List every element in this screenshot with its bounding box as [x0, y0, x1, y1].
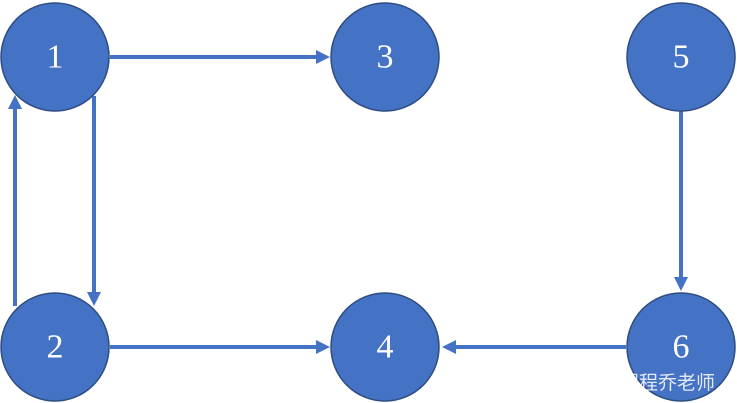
node-4: 4: [330, 292, 440, 402]
node-1: 1: [0, 2, 110, 112]
node-5-label: 5: [673, 39, 690, 76]
edge-1-to-2: [87, 96, 101, 306]
edge-5-to-6: [674, 111, 688, 291]
graph-edges: [8, 50, 688, 354]
edge-1-to-3: [110, 50, 330, 64]
edge-2-to-1: [8, 95, 22, 306]
node-4-label: 4: [377, 329, 394, 366]
node-1-label: 1: [47, 39, 64, 76]
edge-6-to-4: [442, 340, 626, 354]
node-3-label: 3: [377, 39, 394, 76]
node-6: 6: [626, 292, 736, 402]
edge-2-to-4: [110, 340, 330, 354]
node-2-label: 2: [47, 329, 64, 366]
watermark-text: 程程乔老师: [620, 372, 715, 394]
node-2: 2: [0, 292, 110, 402]
node-5: 5: [626, 2, 736, 112]
node-6-label: 6: [673, 329, 690, 366]
node-3: 3: [330, 2, 440, 112]
